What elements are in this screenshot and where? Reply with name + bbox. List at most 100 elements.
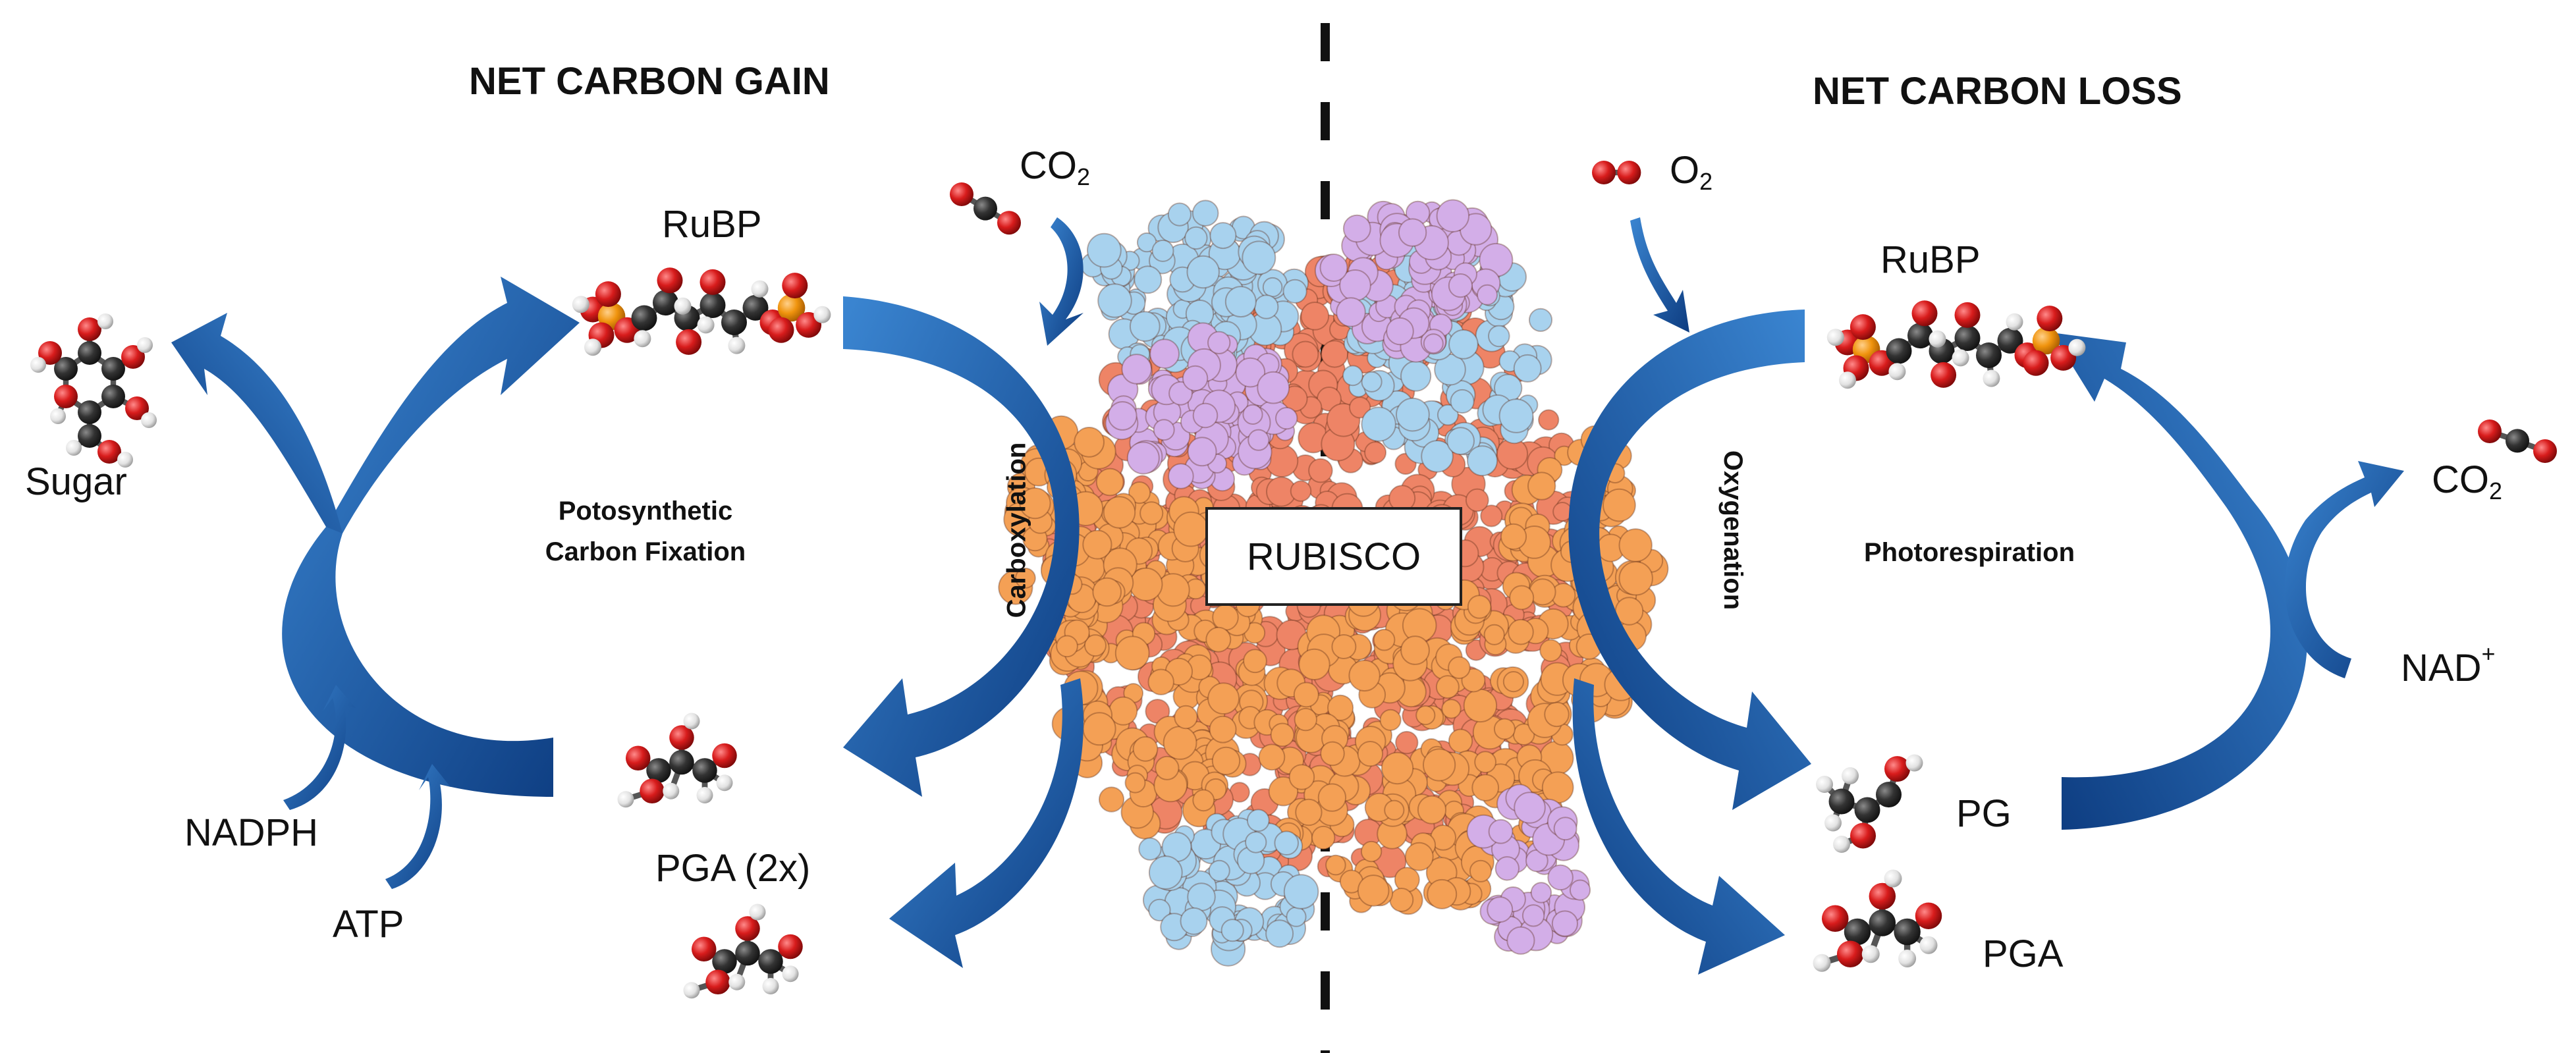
protein-atom bbox=[1514, 792, 1546, 824]
atom-h bbox=[1816, 776, 1833, 793]
atom-h bbox=[1839, 371, 1856, 389]
protein-atom bbox=[1441, 699, 1462, 719]
atom-c bbox=[101, 385, 125, 408]
atom-h bbox=[137, 337, 153, 353]
pga-2x-label: PGA (2x) bbox=[655, 847, 811, 890]
co2-molecule-left bbox=[950, 182, 1021, 235]
atom-c bbox=[1828, 788, 1855, 815]
atom-c bbox=[669, 749, 694, 775]
atom-o bbox=[97, 440, 121, 464]
atom-c bbox=[646, 758, 671, 783]
protein-atom bbox=[1500, 523, 1527, 551]
atom-o bbox=[669, 725, 694, 750]
protein-atom bbox=[1527, 472, 1556, 500]
protein-atom bbox=[1398, 218, 1427, 247]
atom-o bbox=[676, 329, 702, 355]
atom-o bbox=[1915, 902, 1942, 929]
rubp-label-right: RuBP bbox=[1880, 238, 1981, 281]
atom-c bbox=[1844, 918, 1871, 946]
atom-c bbox=[758, 949, 783, 974]
atom-o bbox=[1931, 362, 1957, 388]
atom-o bbox=[2533, 439, 2557, 463]
pg-label: PG bbox=[1956, 792, 2012, 835]
protein-atom bbox=[1114, 635, 1150, 671]
protein-atom bbox=[1448, 329, 1479, 360]
protein-atom bbox=[1207, 682, 1240, 715]
protein-atom bbox=[1538, 409, 1560, 431]
protein-atom bbox=[1294, 707, 1318, 732]
atom-c bbox=[1886, 338, 1912, 364]
protein-atom bbox=[1245, 831, 1267, 853]
protein-atom bbox=[1446, 427, 1475, 455]
protein-atom bbox=[1235, 357, 1266, 388]
protein-atom bbox=[1544, 701, 1570, 728]
protein-atom bbox=[1139, 501, 1164, 526]
pga-label: PGA bbox=[1983, 932, 2064, 975]
atom-o bbox=[768, 317, 794, 343]
sugar-molecule bbox=[30, 313, 157, 468]
o2-molecule bbox=[1592, 161, 1641, 184]
protein-atom bbox=[1423, 748, 1456, 782]
atom-o bbox=[1836, 940, 1864, 967]
protein-atom bbox=[1275, 407, 1298, 430]
protein-atom bbox=[1298, 648, 1330, 681]
protein-atom bbox=[1498, 398, 1534, 433]
atom-c bbox=[54, 357, 78, 381]
atom-o bbox=[1869, 882, 1896, 910]
atom-o bbox=[595, 281, 621, 308]
atom-c bbox=[1869, 909, 1896, 936]
atom-o bbox=[1617, 161, 1641, 184]
protein-atom bbox=[1461, 668, 1486, 693]
atom-h bbox=[117, 452, 133, 468]
oxygenation-arrow-2 bbox=[1572, 678, 1785, 975]
atom-o bbox=[54, 385, 78, 408]
atom-h bbox=[1888, 363, 1906, 381]
protein-atom bbox=[1180, 907, 1208, 935]
protein-atom bbox=[1320, 741, 1345, 767]
protein-atom bbox=[1311, 825, 1336, 850]
atom-h bbox=[751, 280, 769, 298]
atom-h bbox=[674, 297, 692, 315]
atom-o bbox=[1954, 302, 1981, 328]
protein-atom bbox=[1163, 726, 1197, 760]
atom-o bbox=[950, 182, 973, 206]
protein-atom bbox=[1097, 283, 1132, 318]
atom-h bbox=[683, 982, 700, 999]
atom-h bbox=[683, 713, 700, 730]
carboxylation-arrow bbox=[843, 296, 1080, 797]
protein-atom bbox=[1488, 819, 1514, 844]
protein-atom bbox=[1082, 529, 1112, 560]
atp-input-arrow bbox=[385, 764, 451, 889]
protein-atom bbox=[1448, 656, 1471, 680]
protein-atom bbox=[1292, 340, 1319, 368]
atom-c bbox=[78, 400, 101, 424]
atom-c bbox=[699, 292, 726, 318]
protein-atom bbox=[1415, 705, 1436, 726]
atom-c bbox=[742, 294, 769, 321]
co2-input-label: CO2 bbox=[1020, 144, 1090, 191]
protein-atom bbox=[1539, 639, 1562, 662]
atp-label: ATP bbox=[333, 903, 404, 946]
protein-atom bbox=[1480, 504, 1503, 527]
protein-atom bbox=[1450, 389, 1475, 414]
protein-atom bbox=[1136, 232, 1157, 253]
atom-c bbox=[1907, 323, 1933, 349]
atom-o bbox=[712, 743, 737, 769]
protein-atom bbox=[1147, 668, 1174, 695]
protein-atom bbox=[1107, 401, 1137, 431]
atom-c bbox=[1894, 918, 1921, 946]
atom-h bbox=[1905, 754, 1923, 772]
protein-atom bbox=[1512, 723, 1535, 745]
protein-atom bbox=[1506, 926, 1535, 955]
protein-atom bbox=[1103, 496, 1136, 529]
protein-atom bbox=[1448, 273, 1473, 298]
atom-o bbox=[78, 317, 101, 341]
atom-o bbox=[1911, 300, 1938, 327]
atom-o bbox=[705, 969, 730, 994]
atom-c bbox=[1954, 325, 1981, 351]
atom-h bbox=[572, 296, 589, 313]
atom-h bbox=[50, 408, 66, 424]
pga-molecule-right bbox=[1813, 869, 1942, 972]
protein-atom bbox=[1167, 202, 1192, 227]
